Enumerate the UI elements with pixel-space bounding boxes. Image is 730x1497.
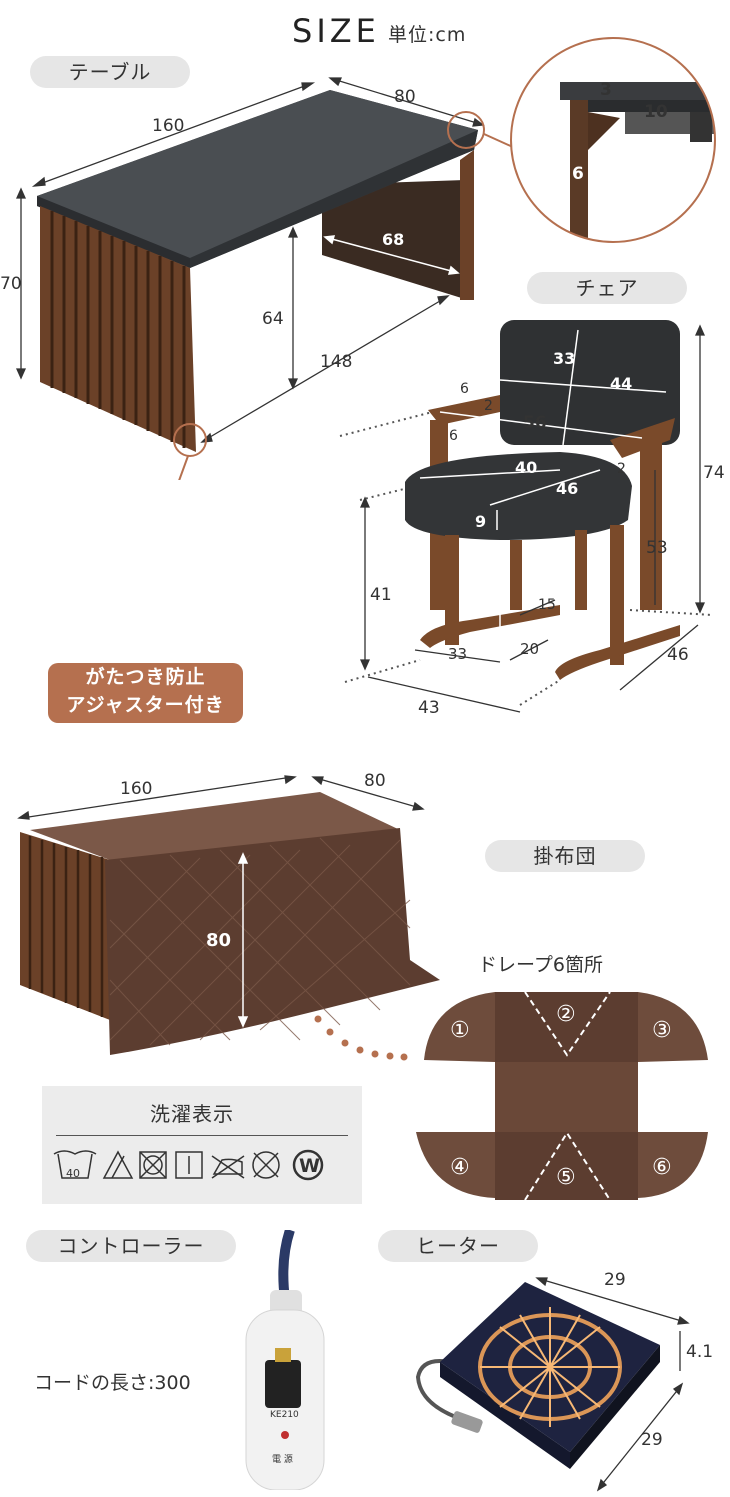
- adjuster-badge: がたつき防止 アジャスター付き: [48, 663, 243, 723]
- cord-length: コードの長さ:300: [34, 1372, 191, 1394]
- chair-arm-width: 6: [460, 381, 469, 397]
- detail-top: 3: [600, 80, 612, 100]
- drape-label: ドレープ6箇所: [478, 954, 603, 976]
- bleach-triangle-icon: [102, 1150, 134, 1179]
- badge-line-1: がたつき防止: [85, 666, 206, 688]
- futon-width: 160: [120, 779, 153, 799]
- controller-illustration: [245, 1230, 325, 1490]
- table-panel-width: 68: [382, 230, 405, 249]
- care-box: 洗濯表示 40 W: [42, 1086, 362, 1204]
- detail-leg: 6: [572, 164, 584, 184]
- no-iron-icon: [212, 1158, 243, 1175]
- badge-line-2: アジャスター付き: [66, 694, 225, 716]
- care-title: 洗濯表示: [150, 1102, 234, 1126]
- no-tumble-dry-icon: [139, 1151, 167, 1179]
- wash-40-icon: [57, 1153, 93, 1179]
- drape-num-4: ④: [450, 1155, 470, 1180]
- table-width: 160: [152, 116, 185, 136]
- heater-height: 4.1: [686, 1342, 714, 1362]
- futon-label: 掛布団: [485, 840, 645, 872]
- wet-clean-icon: [292, 1149, 324, 1181]
- chair-leg-height: 32: [488, 575, 511, 594]
- heater-depth: 29: [641, 1430, 663, 1450]
- drape-num-2: ②: [556, 1002, 576, 1027]
- chair-back-width: 44: [610, 374, 633, 393]
- line-dry-icon: [175, 1151, 203, 1179]
- drape-num-6: ⑥: [652, 1155, 672, 1180]
- table-illustration: [15, 37, 716, 480]
- chair-illustration: [339, 320, 713, 713]
- chair-outer-width: 56: [523, 413, 547, 433]
- chair-cushion: 9: [475, 512, 487, 531]
- chair-width: 43: [418, 698, 440, 718]
- chair-arm-side: 6: [449, 428, 458, 444]
- drape-num-5: ⑤: [556, 1165, 576, 1190]
- chair-base-width: 15: [538, 597, 556, 613]
- chair-seat-width: 46: [556, 479, 579, 498]
- chair-base-inner: 33: [448, 645, 468, 663]
- wash-temp: 40: [66, 1167, 80, 1180]
- page-title: SIZE: [292, 12, 380, 50]
- table-inner-height: 64: [262, 309, 284, 329]
- wet-clean-letter: W: [299, 1155, 320, 1177]
- table-inner-width: 148: [320, 352, 353, 372]
- no-dry-clean-icon: [252, 1151, 280, 1179]
- drape-num-1: ①: [450, 1018, 470, 1043]
- drape-num-3: ③: [652, 1018, 672, 1043]
- table-height: 70: [0, 274, 22, 294]
- controller-label: コントローラー: [26, 1230, 236, 1262]
- chair-height: 74: [703, 463, 725, 483]
- heater-label: ヒーター: [378, 1230, 538, 1262]
- futon-height: 80: [206, 930, 232, 951]
- care-divider: [56, 1135, 348, 1136]
- controller-brand: KE210: [270, 1410, 299, 1420]
- chair-label: チェア: [527, 272, 687, 304]
- futon-illustration: [17, 775, 708, 1201]
- chair-depth: 46: [667, 645, 689, 665]
- futon-depth: 80: [364, 771, 386, 791]
- chair-side-gap: 2: [617, 461, 626, 477]
- table-label: テーブル: [30, 56, 190, 88]
- chair-seat-height: 41: [370, 585, 392, 605]
- heater-illustration: [415, 1277, 690, 1492]
- heater-width: 29: [604, 1270, 626, 1290]
- care-symbols: [53, 1149, 324, 1181]
- chair-base-depth: 20: [520, 640, 540, 658]
- chair-arm-height: 53: [646, 538, 668, 558]
- adjuster-value: 1: [106, 588, 120, 612]
- chair-back-height: 33: [553, 349, 576, 368]
- controller-power: 電 源: [272, 1455, 293, 1465]
- table-depth: 80: [394, 87, 416, 107]
- chair-arm-gap: 2: [484, 398, 493, 414]
- detail-apron: 10: [644, 102, 668, 122]
- unit-label: 単位:cm: [388, 24, 467, 46]
- chair-seat-depth: 40: [515, 458, 538, 477]
